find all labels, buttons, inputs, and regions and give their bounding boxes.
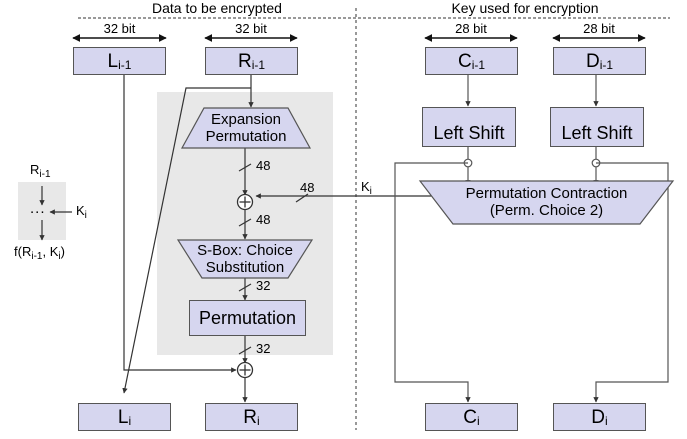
expansion-permutation-label[interactable]: Expansion Permutation xyxy=(182,110,310,148)
legend-output-label: f(Ri-1, Ki) xyxy=(14,244,65,262)
sbox-line-2: Substitution xyxy=(205,259,285,276)
legend-ellipsis: ... xyxy=(30,200,46,217)
register-l-previous-main: L xyxy=(107,50,119,72)
register-r-previous-sub: i-1 xyxy=(251,58,266,72)
wirelabel-expansion-out: 48 xyxy=(256,158,271,173)
register-r-next-main: R xyxy=(243,406,258,428)
bitwidth-data-left: 32 bit xyxy=(103,21,136,36)
header-key-section: Key used for encryption xyxy=(451,0,599,16)
subkey-label: Ki xyxy=(361,179,372,197)
left-shift-d-box[interactable]: Left Shift xyxy=(550,107,644,147)
left-shift-d-label: Left Shift xyxy=(561,123,633,143)
bitwidth-key-left: 28 bit xyxy=(455,21,487,36)
junction-tap-d xyxy=(591,158,601,168)
legend-output-sub2: i xyxy=(58,251,61,262)
legend-input-label: Ri-1 xyxy=(30,162,51,180)
register-l-next-sub: i xyxy=(128,414,132,428)
left-shift-c-box[interactable]: Left Shift xyxy=(422,107,516,147)
register-l-next-main: L xyxy=(117,406,129,428)
sbox-line-1: S-Box: Choice xyxy=(197,242,293,260)
legend-output-mid: , K xyxy=(42,244,59,259)
subkey-label-sub: i xyxy=(369,186,372,197)
register-l-previous-sub: i-1 xyxy=(118,58,132,72)
register-r-next-sub: i xyxy=(257,414,260,428)
register-r-previous-main: R xyxy=(237,50,252,72)
expansion-line-2: Permutation xyxy=(205,128,287,145)
register-d-previous-sub: i-1 xyxy=(599,58,614,72)
bitwidth-key-right: 28 bit xyxy=(583,21,615,36)
register-d-next-sub: i xyxy=(605,414,608,428)
wirelabel-xor-out: 48 xyxy=(256,212,271,227)
permutation-box[interactable]: Permutation xyxy=(189,300,306,336)
register-c-previous-sub: i-1 xyxy=(471,58,486,72)
permutation-label: Permutation xyxy=(198,307,297,328)
register-d-previous-main: D xyxy=(585,50,600,72)
register-c-next-main: C xyxy=(463,406,478,428)
left-shift-c-label: Left Shift xyxy=(433,123,505,143)
contraction-line-1: Permutation Contraction xyxy=(465,185,628,203)
register-d-next-main: D xyxy=(591,406,606,428)
legend-key-main: K xyxy=(76,203,85,218)
xor-gate-feistel xyxy=(236,361,254,379)
wirelabel-subkey-in: 48 xyxy=(300,180,315,195)
permutation-contraction-label[interactable]: Permutation Contraction (Perm. Choice 2) xyxy=(453,183,640,223)
register-c-next-sub: i xyxy=(477,414,480,428)
legend-input-sub: i-1 xyxy=(39,169,51,180)
legend-output-prefix: f(R xyxy=(14,244,32,259)
legend-key-label: Ki xyxy=(76,203,87,221)
legend-input-main: R xyxy=(30,162,40,177)
contraction-line-2: (Perm. Choice 2) xyxy=(489,202,604,219)
sbox-label[interactable]: S-Box: Choice Substitution xyxy=(178,241,312,279)
header-data-section: Data to be encrypted xyxy=(152,0,282,16)
wirelabel-sbox-out: 32 xyxy=(256,278,271,293)
bitwidth-data-right: 32 bit xyxy=(235,21,267,36)
legend-output-suffix: ) xyxy=(60,244,65,259)
junction-tap-c xyxy=(463,158,473,168)
subkey-label-main: K xyxy=(361,179,370,194)
legend-output-sub1: i-1 xyxy=(31,251,43,262)
expansion-line-1: Expansion xyxy=(210,111,282,129)
register-c-previous-main: C xyxy=(457,50,472,72)
wirelabel-permutation-out: 32 xyxy=(256,341,271,356)
legend-key-sub: i xyxy=(84,210,87,221)
